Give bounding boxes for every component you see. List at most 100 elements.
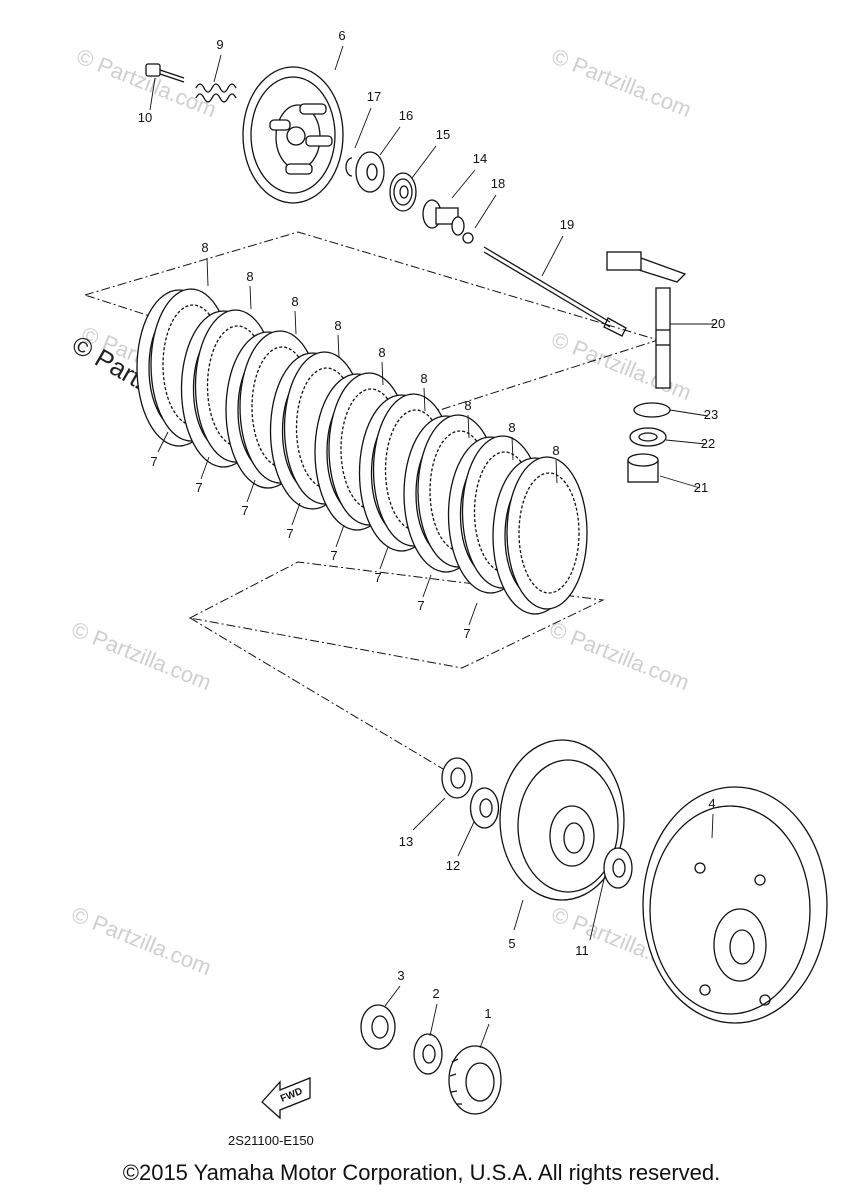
callout-number: 3 <box>397 968 404 983</box>
callout-leader <box>474 194 497 229</box>
callout-number: 18 <box>491 176 505 191</box>
callout-leader <box>379 126 401 156</box>
callout-leader <box>555 459 558 484</box>
callout-number: 7 <box>463 626 470 641</box>
callout-leader <box>384 985 401 1007</box>
callout-number: 8 <box>552 443 559 458</box>
callout-leader <box>412 797 446 831</box>
reference-line-to-hub <box>189 617 471 786</box>
watermark: © Partzilla.com <box>68 901 215 980</box>
spring-part-9 <box>195 83 237 103</box>
push-rod-part-19 <box>483 246 627 337</box>
callout-number: 8 <box>246 269 253 284</box>
callout-leader <box>379 546 389 570</box>
callout-number: 16 <box>399 108 413 123</box>
callout-number: 8 <box>201 240 208 255</box>
callout-number: 19 <box>560 217 574 232</box>
callout-number: 8 <box>420 371 427 386</box>
washer-part-2 <box>413 1033 443 1075</box>
callout-leader <box>468 602 478 626</box>
callout-number: 10 <box>138 110 152 125</box>
forward-direction-arrow: FWD <box>261 1077 311 1120</box>
callout-leader <box>429 1003 438 1037</box>
callout-leader <box>334 45 344 71</box>
push-lever-axle-part-20 <box>606 251 687 389</box>
clutch-plate-inner <box>518 472 580 594</box>
callout-number: 2 <box>432 986 439 1001</box>
callout-number: 8 <box>334 318 341 333</box>
bearing-part-15 <box>389 172 417 212</box>
callout-leader <box>541 235 564 277</box>
push-rod-part-14 <box>422 199 465 236</box>
callout-number: 8 <box>464 398 471 413</box>
watermark: © Partzilla.com <box>546 616 693 695</box>
nut-part-13 <box>441 757 473 799</box>
callout-number: 22 <box>701 436 715 451</box>
callout-number: 1 <box>484 1006 491 1021</box>
callout-leader <box>589 874 606 941</box>
callout-number: 8 <box>378 345 385 360</box>
callout-leader <box>335 524 345 548</box>
callout-leader <box>200 456 210 480</box>
washer-part-23 <box>633 402 671 418</box>
washer-part-16 <box>355 151 385 193</box>
callout-number: 14 <box>473 151 487 166</box>
callout-number: 7 <box>417 598 424 613</box>
callout-leader <box>157 431 169 453</box>
lock-washer-part-12 <box>469 787 500 829</box>
callout-number: 7 <box>330 548 337 563</box>
callout-number: 4 <box>708 796 715 811</box>
callout-leader <box>479 1023 490 1049</box>
plates-reference-frame-bottom <box>188 561 605 669</box>
callouts: 1234567891011121314151617181920212223777… <box>138 28 725 1049</box>
callout-leader <box>381 361 384 386</box>
callout-number: 6 <box>338 28 345 43</box>
primary-drive-gear-part-1 <box>448 1045 502 1115</box>
callout-number: 7 <box>374 570 381 585</box>
ball-part-18 <box>462 232 474 244</box>
copyright-notice: ©2015 Yamaha Motor Corporation, U.S.A. A… <box>122 1160 721 1185</box>
callout-leader <box>291 502 301 526</box>
circlip-part-17 <box>345 157 353 177</box>
collar-part-3 <box>360 1004 396 1050</box>
callout-number: 13 <box>399 834 413 849</box>
callout-leader <box>206 257 209 287</box>
callout-leader <box>457 821 475 857</box>
callout-number: 7 <box>195 480 202 495</box>
callout-leader <box>513 899 524 931</box>
callout-leader <box>246 479 256 503</box>
callout-number: 21 <box>694 480 708 495</box>
callout-number: 20 <box>711 316 725 331</box>
diagram-code: 2S21100-E150 <box>228 1133 314 1148</box>
callout-leader <box>213 54 222 83</box>
bushing-part-21 <box>627 453 659 483</box>
callout-number: 11 <box>575 943 589 958</box>
callout-leader <box>467 414 470 439</box>
callout-number: 23 <box>704 407 718 422</box>
callout-number: 7 <box>150 454 157 469</box>
clutch-plates-stack <box>136 288 588 615</box>
callout-number: 5 <box>508 936 515 951</box>
callout-leader <box>665 439 707 445</box>
clutch-plate-part-8 <box>506 456 588 610</box>
callout-leader <box>337 334 340 359</box>
callout-leader <box>669 409 709 417</box>
callout-leader <box>249 285 252 310</box>
callout-number: 8 <box>508 420 515 435</box>
callout-leader <box>511 436 514 461</box>
callout-number: 17 <box>367 89 381 104</box>
callout-number: 8 <box>291 294 298 309</box>
bolt-part-10 <box>145 63 185 83</box>
clutch-housing-part-4 <box>642 786 828 1024</box>
callout-number: 15 <box>436 127 450 142</box>
callout-leader <box>423 387 426 412</box>
watermark: © Partzilla.com <box>548 43 695 122</box>
watermark: © Partzilla.com <box>68 616 215 695</box>
callout-leader <box>451 169 476 199</box>
watermark: © Partzilla.com <box>548 326 695 405</box>
callout-leader <box>711 813 714 839</box>
callout-leader <box>422 574 432 598</box>
callout-number: 12 <box>446 858 460 873</box>
pressure-plate-part-6 <box>242 66 344 204</box>
